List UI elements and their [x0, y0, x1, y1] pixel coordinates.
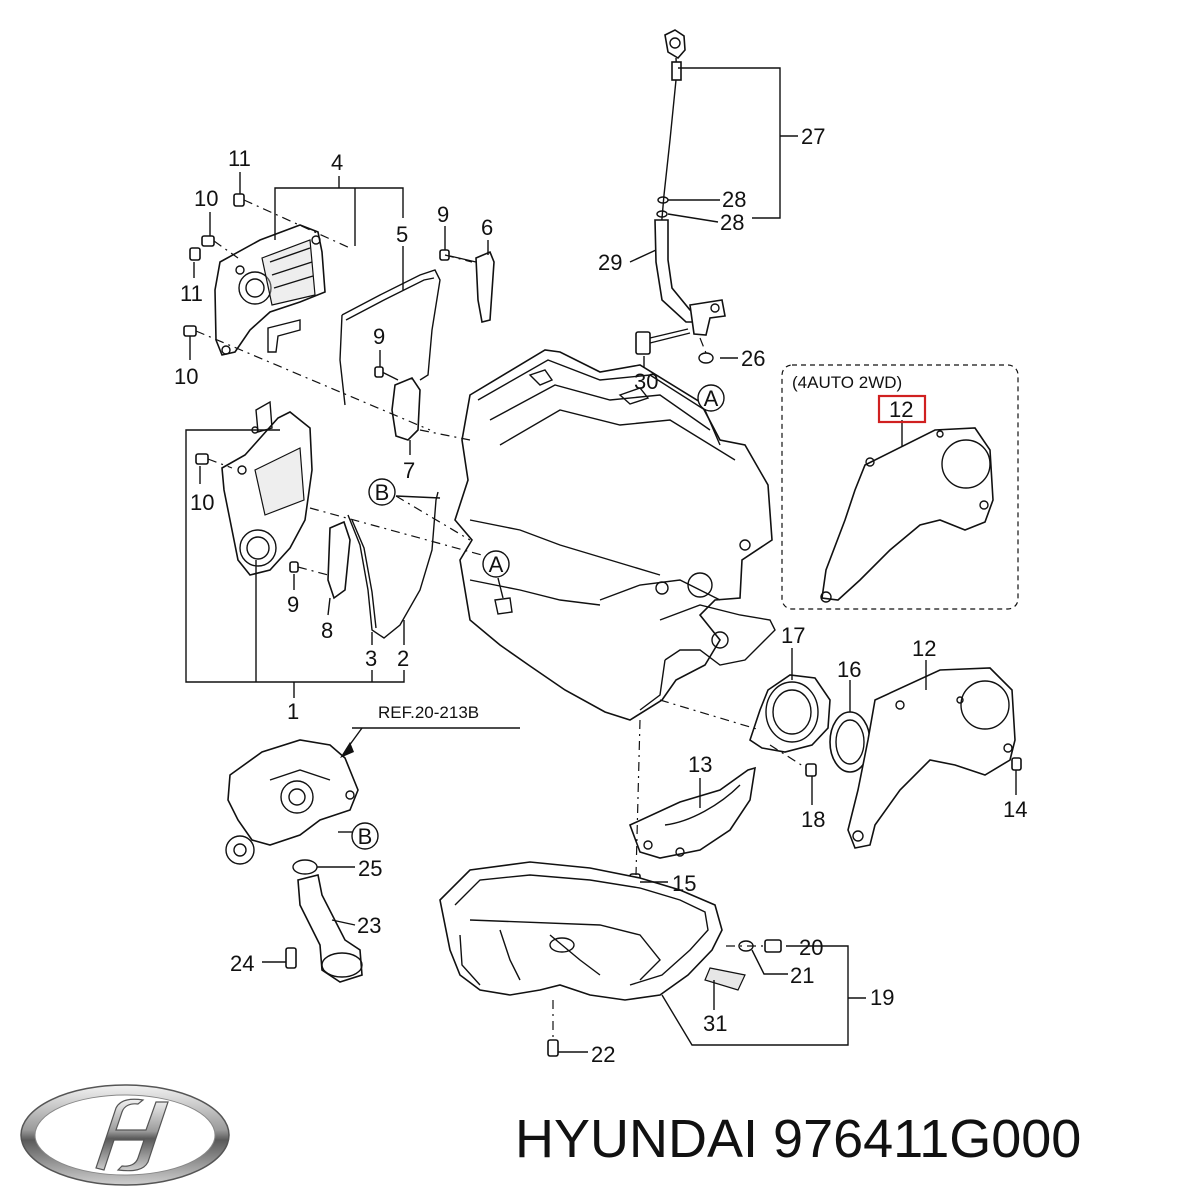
callout-16: 16: [837, 657, 861, 682]
callout-21: 21: [790, 963, 814, 988]
callout-12: 12: [912, 636, 936, 661]
callout-9c: 9: [287, 592, 299, 617]
dipstick-tube: [654, 219, 726, 336]
callout-28b: 28: [720, 210, 744, 235]
timing-cover-upper: [214, 224, 326, 356]
ref-circle-B-pump: B: [351, 822, 379, 850]
bracket-6: [449, 250, 495, 323]
part-number: 976411G000: [773, 1109, 1082, 1169]
callout-24: 24: [230, 951, 254, 976]
oil-pump: [225, 739, 359, 865]
engine-block: [454, 349, 776, 721]
seal-cover-13: [628, 766, 756, 859]
gasket-25: [292, 859, 318, 875]
svg-text:B: B: [358, 824, 373, 849]
callout-11b: 11: [180, 281, 203, 306]
assembly-lines: [195, 199, 807, 1040]
callout-1: 1: [287, 699, 299, 724]
callout-numbers: 27 28 28 29 30 26 11 4 10 9 6 5 11 9 10 …: [174, 124, 1027, 1067]
o-ring-26: [698, 352, 714, 364]
brand-name: HYUNDAI: [515, 1109, 759, 1169]
variant-box: [781, 364, 1019, 610]
reference-note: REF.20-213B: [378, 703, 479, 722]
callout-15: 15: [672, 871, 696, 896]
brand-label: HYUNDAI 976411G000: [515, 1108, 1081, 1170]
callout-29: 29: [598, 250, 622, 275]
callout-12-highlighted: 12: [889, 397, 913, 422]
callout-7: 7: [403, 458, 415, 483]
callout-13: 13: [688, 752, 712, 777]
highlight-box: [877, 394, 927, 424]
callout-27: 27: [801, 124, 825, 149]
callout-30: 30: [634, 369, 658, 394]
callout-25: 25: [358, 856, 382, 881]
callout-31: 31: [703, 1011, 727, 1036]
pickup-23: [297, 874, 363, 983]
hyundai-logo-icon: [20, 1084, 230, 1186]
variant-label: (4AUTO 2WD): [792, 373, 902, 392]
bracket-8: [327, 520, 351, 600]
callout-2: 2: [397, 646, 409, 671]
callout-14: 14: [1003, 797, 1027, 822]
gasket-5: [339, 269, 441, 406]
callout-18: 18: [801, 807, 825, 832]
callout-17: 17: [781, 623, 805, 648]
oil-pan-19: [439, 861, 746, 1001]
seal-housing-17: [749, 674, 831, 753]
callout-10a: 10: [194, 186, 218, 211]
bracket-7: [381, 371, 421, 441]
drain-plug-20-21: [738, 939, 782, 953]
bolt-24: [285, 947, 297, 969]
callout-19: 19: [870, 985, 894, 1010]
rear-plate-variant-12: [820, 427, 994, 603]
callout-28a: 28: [722, 187, 746, 212]
timing-cover-lower: [221, 400, 313, 576]
callout-10b: 10: [174, 364, 198, 389]
leader-lines: [185, 67, 1017, 1053]
callout-6: 6: [481, 215, 493, 240]
callout-22: 22: [591, 1042, 615, 1067]
callout-9a: 9: [437, 202, 449, 227]
callout-23: 23: [357, 913, 381, 938]
gasket-2-3: [347, 491, 439, 639]
callout-3: 3: [365, 646, 377, 671]
callout-4: 4: [331, 150, 343, 175]
bolt-22: [547, 1039, 559, 1057]
rear-plate-12: [847, 667, 1016, 849]
callout-8: 8: [321, 618, 333, 643]
bolt-30: [635, 328, 691, 355]
callout-20: 20: [799, 935, 823, 960]
ref-circle-B-cover: B: [368, 478, 396, 506]
svg-text:B: B: [375, 480, 390, 505]
callout-26: 26: [741, 346, 765, 371]
callout-11a: 11: [228, 146, 251, 171]
svg-text:A: A: [704, 386, 719, 411]
callout-5: 5: [396, 222, 408, 247]
svg-text:A: A: [489, 552, 504, 577]
callout-10c: 10: [190, 490, 214, 515]
ref-circle-A-block: A: [482, 550, 510, 578]
ref-circle-A-top: A: [697, 384, 725, 412]
callout-9b: 9: [373, 324, 385, 349]
